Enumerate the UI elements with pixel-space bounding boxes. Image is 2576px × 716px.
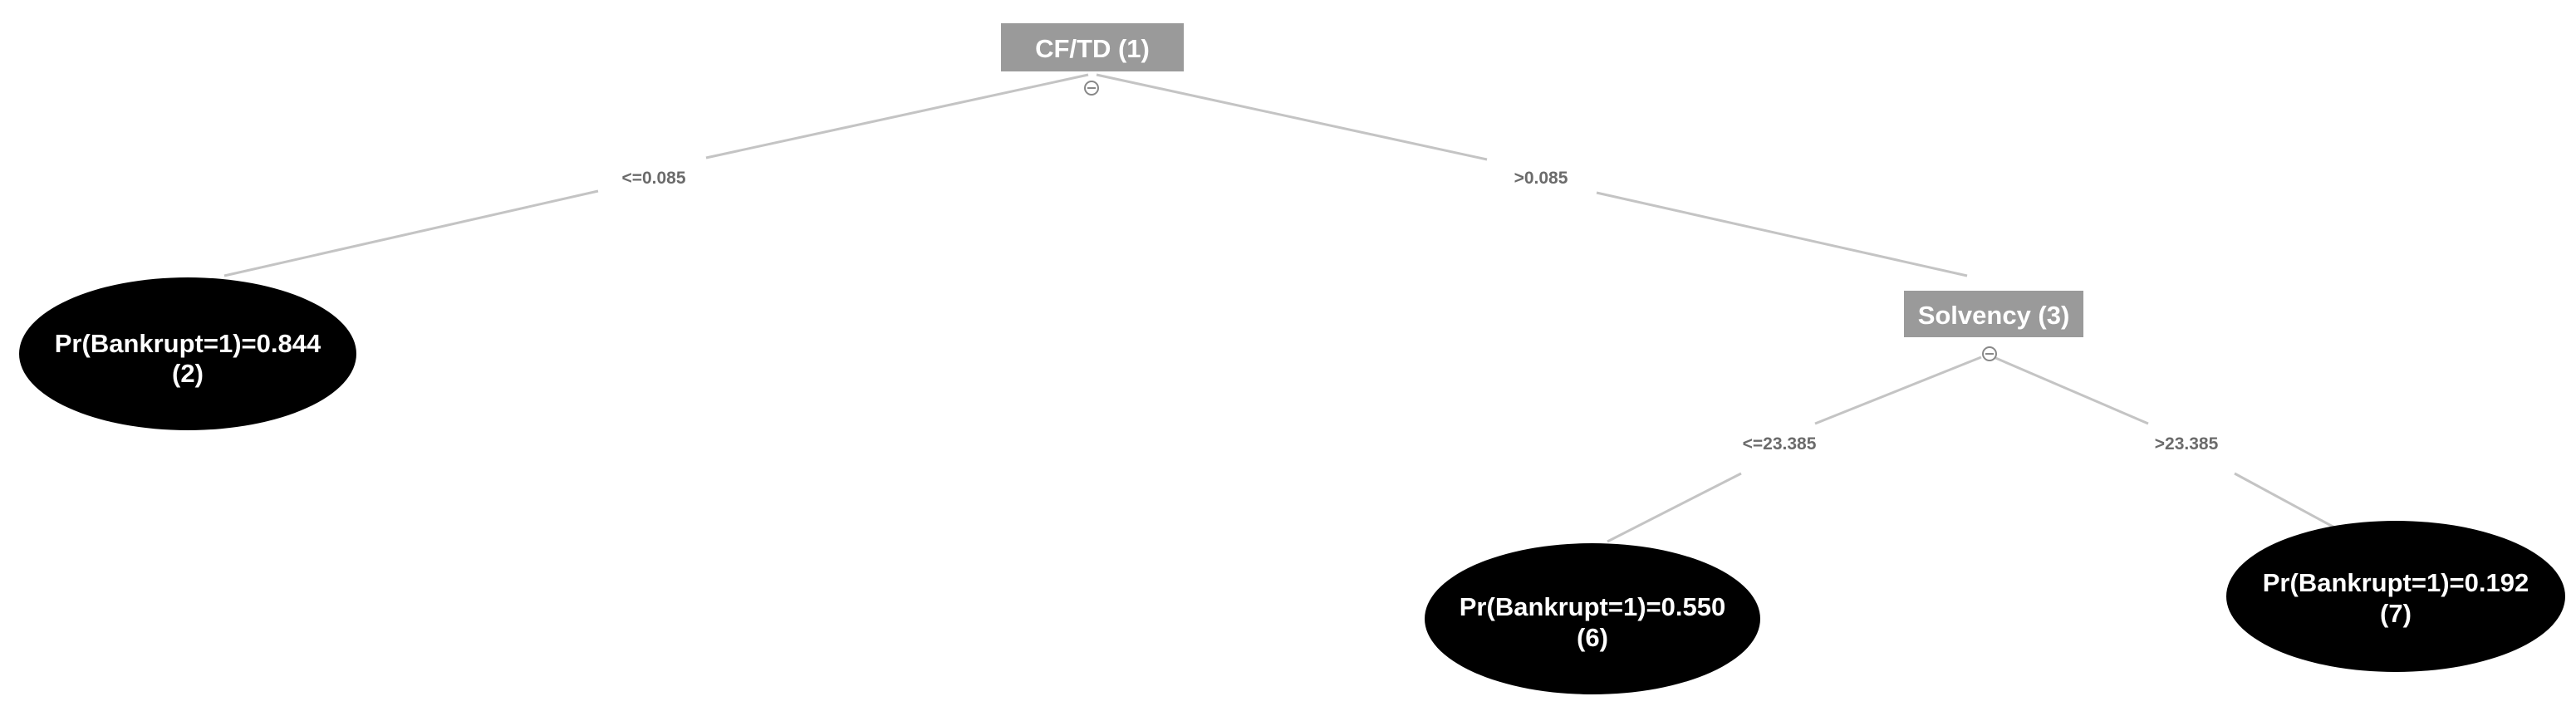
collapse-minus-icon[interactable] <box>1982 346 1997 361</box>
leaf-node-7-probability: Pr(Bankrupt=1)=0.192 <box>2263 568 2529 597</box>
edge-solvency-left: <=23.385 <box>1607 356 1982 543</box>
leaf-node-7[interactable]: Pr(Bankrupt=1)=0.192 (7) <box>2226 521 2565 672</box>
leaf-node-6-probability: Pr(Bankrupt=1)=0.550 <box>1460 592 1725 621</box>
leaf-node-2-id: (2) <box>172 359 204 388</box>
edge-solvency-right: >23.385 <box>1993 356 2337 530</box>
leaf-node-2-probability: Pr(Bankrupt=1)=0.844 <box>55 329 321 358</box>
leaf-node-6-id: (6) <box>1577 623 1608 652</box>
edge-label-solvency-left: <=23.385 <box>1743 434 1817 454</box>
edge-label-solvency-right: >23.385 <box>2155 434 2219 454</box>
decision-node-root-label: CF/TD (1) <box>1035 34 1150 63</box>
leaf-node-7-id: (7) <box>2380 599 2412 628</box>
edge-label-root-left: <=0.085 <box>621 169 685 188</box>
edge-root-right: >0.085 <box>1096 73 1968 277</box>
leaf-node-2[interactable]: Pr(Bankrupt=1)=0.844 (2) <box>19 277 356 430</box>
collapse-minus-icon[interactable] <box>1084 81 1099 96</box>
decision-node-root[interactable]: CF/TD (1) <box>1001 23 1184 71</box>
leaf-node-6[interactable]: Pr(Bankrupt=1)=0.550 (6) <box>1425 543 1760 694</box>
edge-label-root-right: >0.085 <box>1514 169 1568 188</box>
decision-node-solvency-label: Solvency (3) <box>1918 301 2070 330</box>
decision-node-solvency[interactable]: Solvency (3) <box>1904 291 2083 337</box>
edge-root-left: <=0.085 <box>223 73 1089 277</box>
